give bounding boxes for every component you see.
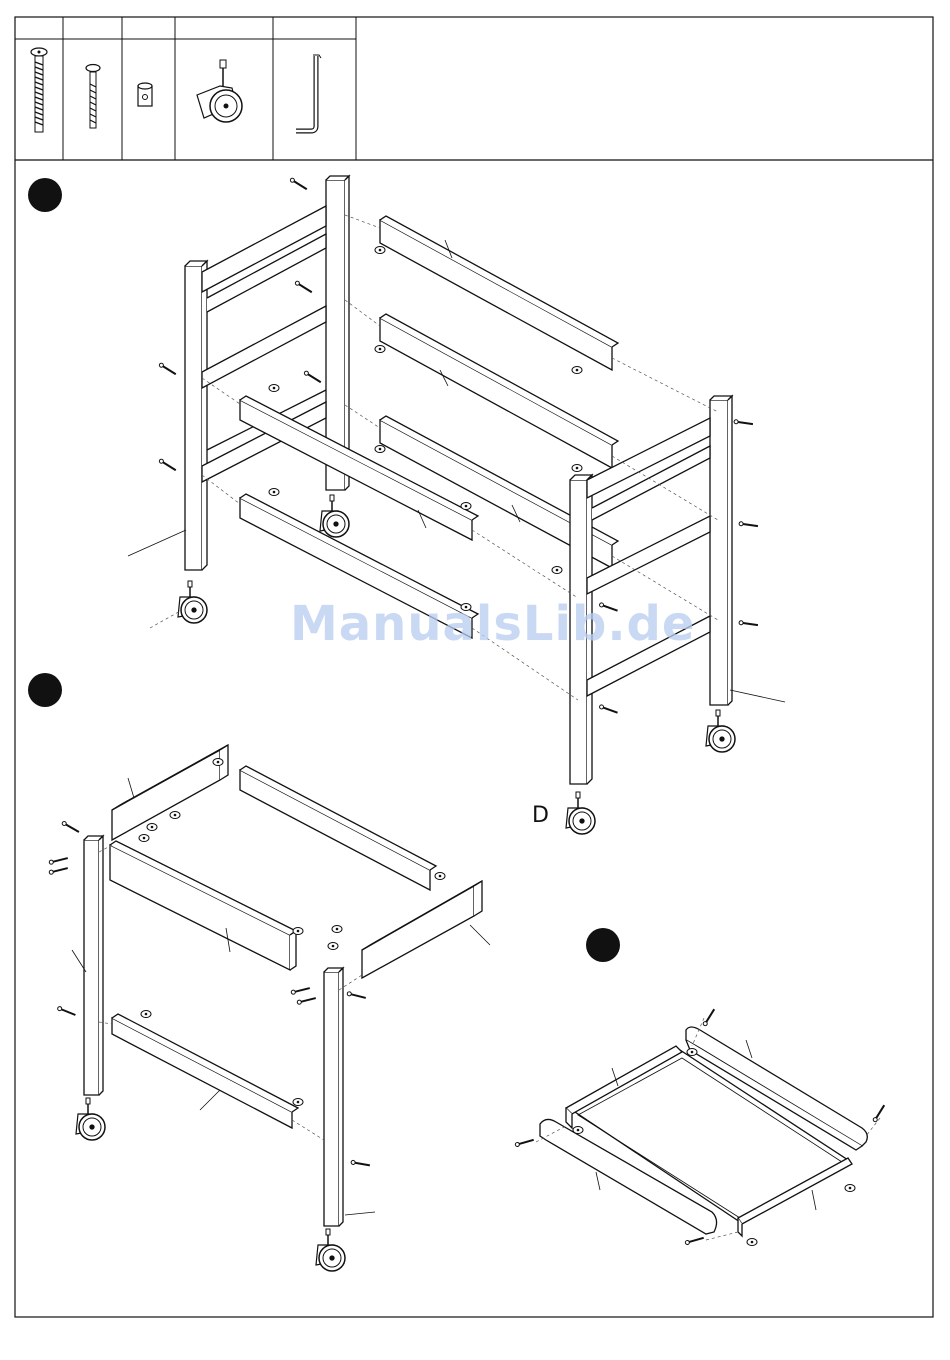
caster-wheel-icon <box>197 60 242 122</box>
allen-key-icon <box>296 55 321 131</box>
long-bolt-icon <box>31 48 47 132</box>
barrel-nut-icon <box>138 83 152 106</box>
step-3-badge <box>586 928 620 962</box>
parts-table <box>15 17 356 160</box>
page-frame <box>15 17 933 1317</box>
step-3-diagram <box>540 1027 867 1236</box>
part-label-d: D <box>532 803 556 831</box>
short-bolt-icon <box>86 65 100 129</box>
step-2-leaders <box>72 778 490 1215</box>
step-1-badge <box>28 178 62 212</box>
step-2-diagram <box>76 745 482 1271</box>
watermark-text: ManualsLib.de <box>290 596 670 656</box>
step-2-badge <box>28 673 62 707</box>
step-1-diagram <box>178 176 735 834</box>
